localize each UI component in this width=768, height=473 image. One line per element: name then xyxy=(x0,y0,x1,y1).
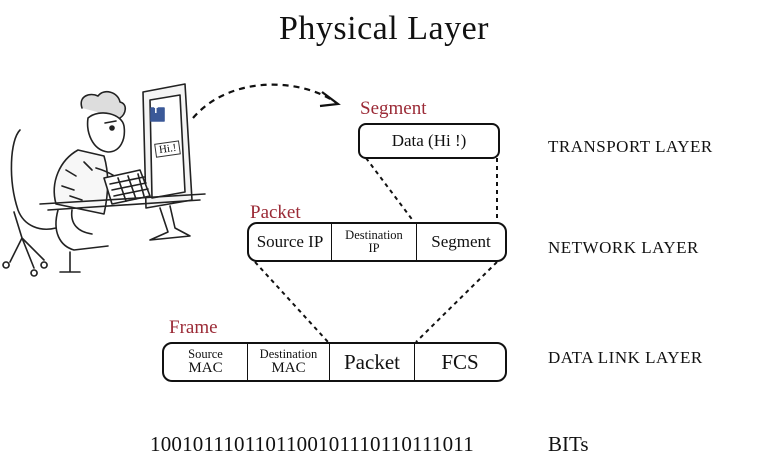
send-arrow xyxy=(192,83,336,119)
frame-dest-bottom: MAC xyxy=(271,359,306,376)
segment-label: Segment xyxy=(360,98,427,119)
frame-destination-mac-cell: Destination MAC xyxy=(248,344,330,380)
transport-layer-label: TRANSPORT LAYER xyxy=(548,137,713,156)
packet-dest-top: Destination xyxy=(345,227,403,242)
frame-label: Frame xyxy=(169,317,218,338)
frame-src-bottom: MAC xyxy=(188,359,223,376)
segment-data-cell: Data (Hi !) xyxy=(391,131,467,151)
segment-box: Data (Hi !) xyxy=(358,123,500,159)
network-layer-label: NETWORK LAYER xyxy=(548,238,699,257)
bit-stream: 1001011101101100101110110111011 xyxy=(150,432,474,456)
packet-source-ip-cell: Source IP xyxy=(249,224,332,260)
send-arrow-head xyxy=(319,91,341,108)
facebook-icon: f xyxy=(154,104,158,116)
pkt-left-connector xyxy=(254,261,329,343)
person-at-computer-icon xyxy=(2,83,206,277)
bits-label: BITs xyxy=(548,432,589,456)
frame-source-mac-cell: Source MAC xyxy=(164,344,248,380)
pkt-right-connector xyxy=(415,261,498,343)
frame-src-top: Source xyxy=(188,346,223,361)
packet-segment-cell: Segment xyxy=(431,232,491,252)
frame-box: Source MAC Destination MAC Packet FCS xyxy=(162,342,507,382)
page-title: Physical Layer xyxy=(279,10,489,47)
packet-box: Source IP Destination IP Segment xyxy=(247,222,507,262)
seg-left-connector xyxy=(365,157,415,223)
datalink-layer-label: DATA LINK LAYER xyxy=(548,348,703,367)
frame-fcs-cell: FCS xyxy=(441,349,479,374)
packet-dest-bottom: IP xyxy=(368,241,380,255)
packet-label: Packet xyxy=(250,202,301,223)
frame-packet-cell: Packet xyxy=(330,344,415,380)
packet-destination-ip-cell: Destination IP xyxy=(332,224,417,260)
frame-dest-top: Destination xyxy=(259,346,318,361)
